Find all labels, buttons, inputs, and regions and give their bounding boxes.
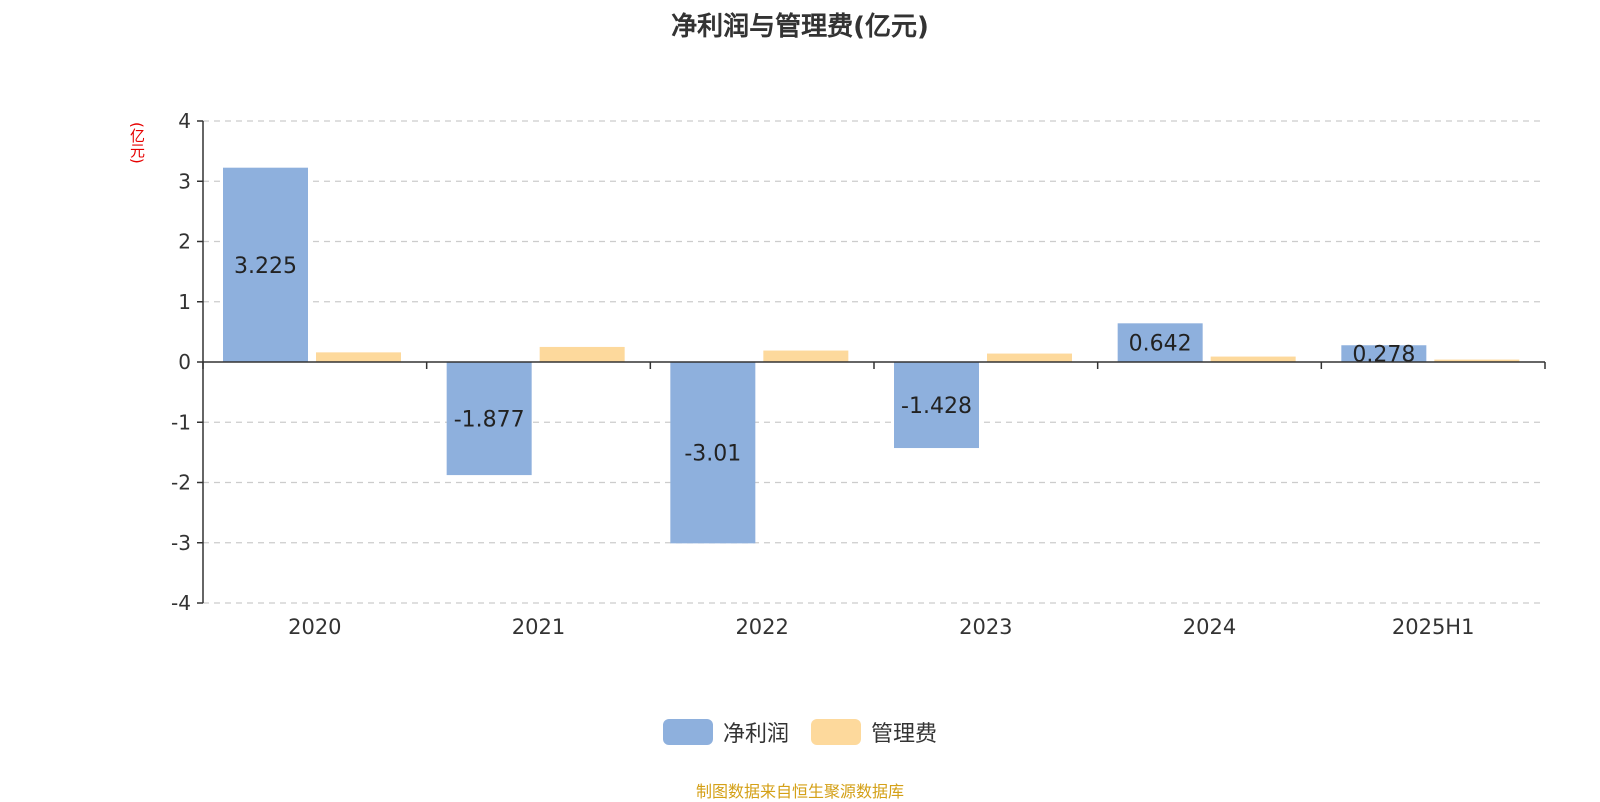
y-tick-label: 2 — [178, 230, 191, 254]
data-label: 0.278 — [1352, 343, 1415, 368]
y-tick-label: -3 — [171, 531, 191, 555]
bar-admin-expense — [987, 353, 1072, 362]
data-label: 0.642 — [1129, 332, 1192, 357]
y-tick-label: 4 — [178, 109, 191, 133]
y-tick-label: -1 — [171, 410, 191, 434]
bar-net-profit — [1341, 345, 1427, 362]
y-axis-unit-label: (亿元) — [128, 122, 146, 164]
x-tick-label: 2024 — [1183, 615, 1236, 639]
legend-swatch-net-profit — [662, 719, 713, 745]
bar-admin-expense — [316, 352, 401, 362]
y-tick-label: 1 — [178, 290, 191, 314]
legend-item-net-profit[interactable]: 净利润 — [662, 716, 789, 748]
x-tick-label: 2023 — [959, 615, 1012, 639]
x-tick-label: 2021 — [512, 615, 565, 639]
legend-item-admin-expense[interactable]: 管理费 — [811, 716, 937, 748]
x-tick-label: 2020 — [288, 615, 341, 639]
x-tick-label: 2022 — [735, 615, 788, 639]
data-label: 3.225 — [234, 254, 297, 279]
bar-net-profit — [894, 362, 979, 449]
data-label: -1.428 — [901, 394, 972, 419]
legend-label-admin-expense: 管理费 — [871, 722, 938, 747]
y-tick-label: 3 — [178, 169, 191, 193]
bar-admin-expense — [1434, 359, 1520, 362]
bar-admin-expense — [539, 346, 625, 362]
y-tick-label: 0 — [178, 350, 191, 374]
legend: 净利润 管理费 — [0, 716, 1600, 748]
bar-net-profit — [446, 362, 532, 476]
y-tick-label: -2 — [171, 471, 191, 495]
bar-admin-expense — [1210, 356, 1296, 362]
chart-title: 净利润与管理费(亿元) — [671, 12, 929, 42]
x-tick-label: 2025H1 — [1392, 615, 1475, 639]
bar-net-profit — [1117, 323, 1203, 362]
bar-chart: 4 3 2 1 0 -1 -2 -3 -4 3.225 2020 -1.877 2021 -3.01 202… — [171, 109, 1546, 639]
bar-net-profit — [670, 362, 756, 544]
y-tick-label: -4 — [171, 591, 191, 615]
legend-label-net-profit: 净利润 — [722, 722, 789, 747]
data-label: -1.877 — [454, 408, 525, 433]
bar-net-profit — [223, 167, 308, 362]
data-label: -3.01 — [684, 442, 741, 467]
data-source-note: 制图数据来自恒生聚源数据库 — [695, 782, 904, 801]
bar-admin-expense — [763, 350, 849, 362]
legend-swatch-admin-expense — [811, 719, 861, 745]
